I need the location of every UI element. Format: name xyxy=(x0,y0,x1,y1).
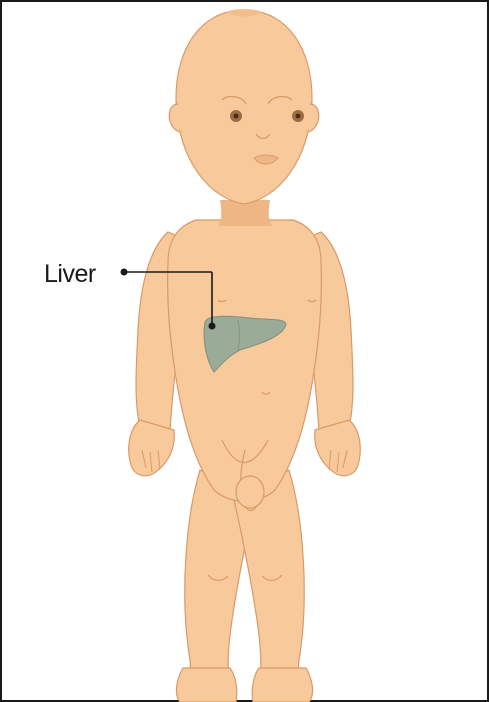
callout-start-dot xyxy=(121,269,128,276)
feet xyxy=(176,668,312,702)
head xyxy=(169,9,319,204)
torso xyxy=(168,220,322,501)
liver-label: Liver xyxy=(44,260,96,289)
callout-end-dot xyxy=(209,323,216,330)
